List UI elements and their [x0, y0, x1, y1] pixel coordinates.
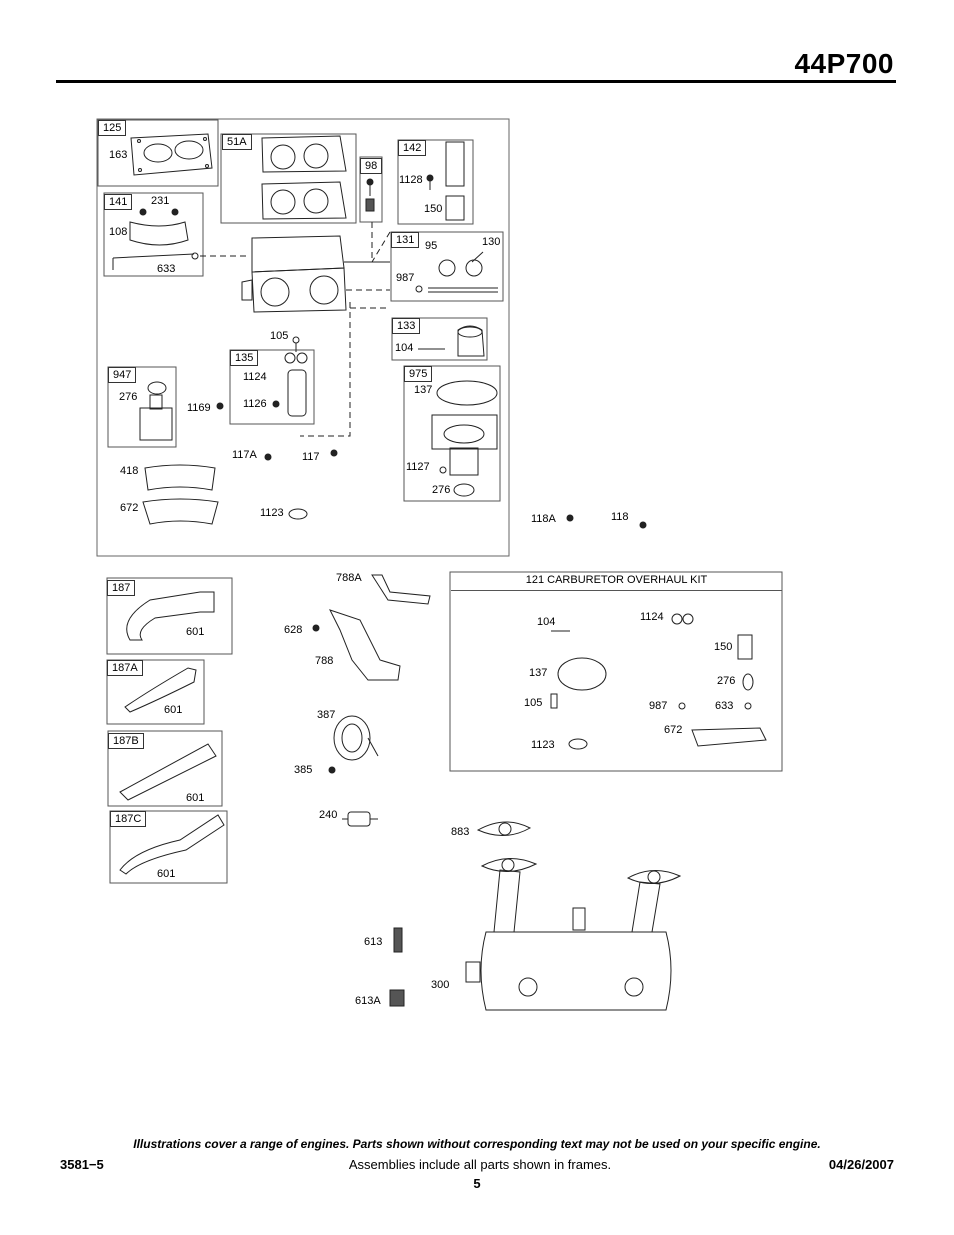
part-label-105: 105 — [270, 330, 289, 342]
part-label-633: 633 — [157, 263, 176, 275]
kit-label-104: 104 — [537, 616, 556, 628]
model-number: 44P700 — [794, 48, 894, 79]
kit-label-1123: 1123 — [531, 739, 555, 751]
part-label-150: 150 — [424, 203, 443, 215]
frame-tag-142: 142 — [398, 140, 427, 156]
part-label-601: 601 — [186, 626, 205, 638]
part-label-118: 118 — [611, 511, 629, 523]
part-label-95: 95 — [425, 240, 438, 252]
part-label-628: 628 — [284, 624, 303, 636]
frame-tag-187: 187 — [107, 580, 136, 596]
kit-label-276: 276 — [717, 675, 736, 687]
kit-label-105: 105 — [524, 697, 543, 709]
part-label-1126: 1126 — [243, 398, 267, 410]
footer-note: Assemblies include all parts shown in fr… — [348, 1157, 612, 1172]
frame-tag-133: 133 — [392, 318, 421, 334]
part-label-104: 104 — [395, 342, 414, 354]
frame-tag-187a: 187A — [107, 660, 143, 676]
frame-tag-187b: 187B — [108, 733, 144, 749]
part-label-601-b: 601 — [164, 704, 183, 716]
part-label-601-d: 601 — [157, 868, 176, 880]
part-label-387: 387 — [317, 709, 336, 721]
frame-tag-98: 98 — [360, 158, 383, 174]
part-label-240: 240 — [319, 809, 338, 821]
frame-tag-947: 947 — [108, 367, 137, 383]
part-label-613: 613 — [364, 936, 383, 948]
frame-tag-141: 141 — [104, 194, 133, 210]
part-label-231: 231 — [151, 195, 170, 207]
frame-tag-51a: 51A — [222, 134, 252, 150]
part-label-613a: 613A — [355, 995, 381, 1007]
part-label-883: 883 — [451, 826, 470, 838]
part-label-300: 300 — [431, 979, 450, 991]
part-label-788: 788 — [315, 655, 334, 667]
kit-label-1124: 1124 — [640, 611, 664, 623]
part-label-1123: 1123 — [260, 507, 284, 519]
part-label-1169: 1169 — [187, 402, 211, 414]
kit-label-672: 672 — [664, 724, 683, 736]
header-rule — [56, 80, 896, 83]
part-label-385: 385 — [294, 764, 313, 776]
part-label-1128: 1128 — [399, 174, 423, 186]
part-label-130: 130 — [482, 236, 501, 248]
part-label-108: 108 — [109, 226, 128, 238]
part-label-1124: 1124 — [243, 371, 267, 383]
part-label-788a: 788A — [336, 572, 362, 584]
part-label-118a: 118A — [531, 513, 556, 525]
page-number: 5 — [473, 1176, 481, 1191]
part-label-418: 418 — [120, 465, 139, 477]
frame-tag-975: 975 — [404, 366, 433, 382]
kit-label-150: 150 — [714, 641, 733, 653]
part-label-672: 672 — [120, 502, 139, 514]
part-label-163: 163 — [109, 149, 128, 161]
part-label-137: 137 — [414, 384, 433, 396]
frame-tag-187c: 187C — [110, 811, 147, 827]
part-label-117a: 117A — [232, 449, 257, 461]
part-label-601-c: 601 — [186, 792, 205, 804]
part-label-987: 987 — [396, 272, 415, 284]
kit-title: 121 CARBURETOR OVERHAUL KIT — [525, 574, 708, 586]
footer-doc-code: 3581−5 — [60, 1157, 104, 1172]
part-label-1127: 1127 — [406, 461, 430, 473]
part-label-276-b: 276 — [432, 484, 451, 496]
frame-tag-131: 131 — [391, 232, 420, 248]
kit-label-137: 137 — [529, 667, 548, 679]
footer-disclaimer: Illustrations cover a range of engines. … — [133, 1137, 821, 1151]
kit-label-633: 633 — [715, 700, 734, 712]
part-label-117: 117 — [302, 451, 320, 463]
frame-tag-135: 135 — [230, 350, 259, 366]
footer-date: 04/26/2007 — [828, 1157, 894, 1172]
carburetor-section-frame — [97, 119, 509, 556]
kit-title-rule — [451, 590, 782, 591]
kit-label-987: 987 — [649, 700, 668, 712]
frame-tag-125: 125 — [98, 120, 127, 136]
part-label-276: 276 — [119, 391, 138, 403]
